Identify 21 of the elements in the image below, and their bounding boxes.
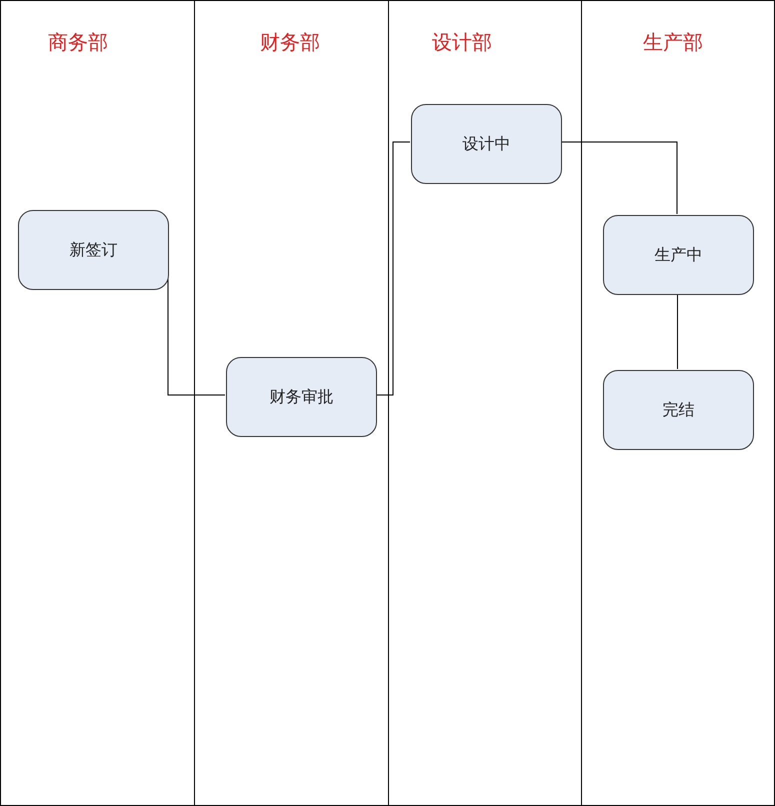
process-box <box>411 104 562 184</box>
swimlane <box>581 0 775 806</box>
process-label: 设计中 <box>462 134 510 154</box>
process-box <box>603 215 754 295</box>
swimlane <box>194 0 389 806</box>
lane-title: 商务部 <box>48 29 108 56</box>
connector-line <box>376 142 410 396</box>
lane-title: 生产部 <box>643 29 703 56</box>
connector-line <box>560 142 678 214</box>
process-label: 财务审批 <box>270 386 334 408</box>
process-box <box>226 357 377 437</box>
swimlane <box>0 0 195 806</box>
swimlane <box>388 0 582 806</box>
process-label: 生产中 <box>654 244 702 266</box>
process-box <box>18 210 169 290</box>
lane-title: 设计部 <box>432 29 492 56</box>
lane-title: 财务部 <box>260 29 320 56</box>
process-box <box>603 370 754 450</box>
process-label: 完结 <box>662 400 694 420</box>
process-label: 新签订 <box>70 240 118 260</box>
connector-line <box>677 294 678 370</box>
